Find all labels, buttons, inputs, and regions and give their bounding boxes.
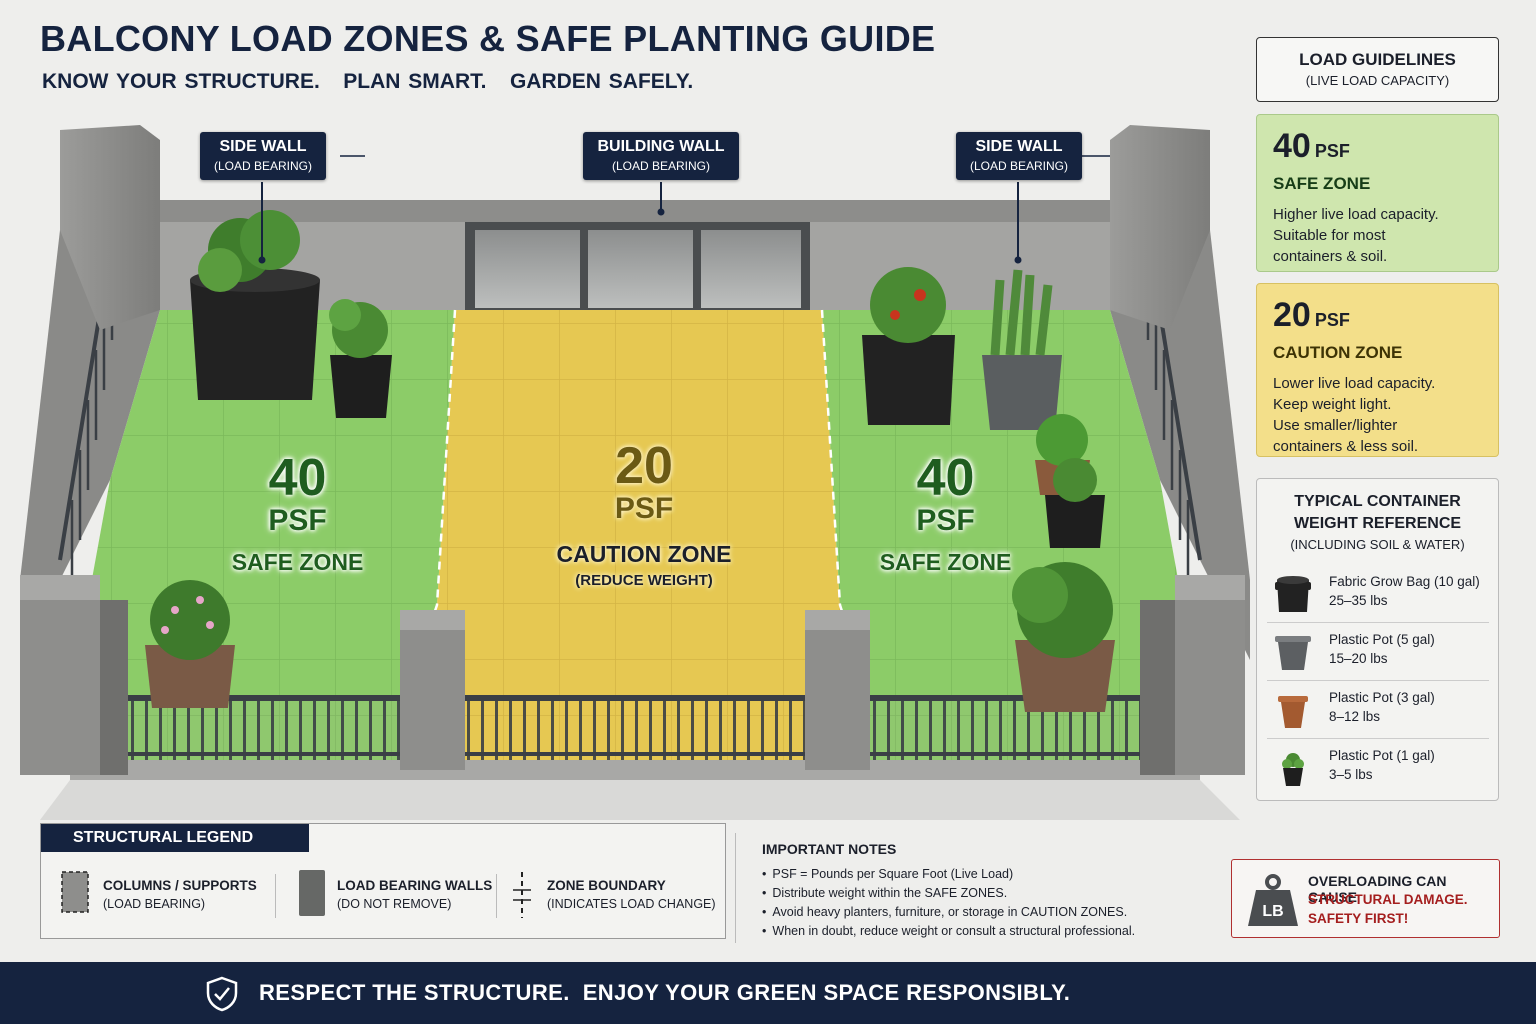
- svg-text:LB: LB: [1262, 903, 1283, 920]
- note-item: PSF = Pounds per Square Foot (Live Load): [772, 865, 1215, 884]
- load-guidelines-header: LOAD GUIDELINES (LIVE LOAD CAPACITY): [1256, 37, 1499, 102]
- fabric-grow-bag-icon: [1275, 576, 1311, 612]
- balcony-illustration: [20, 125, 1250, 820]
- footer-text: RESPECT THE STRUCTURE. ENJOY YOUR GREEN …: [259, 980, 1071, 1005]
- notes-list: PSF = Pounds per Square Foot (Live Load)…: [762, 865, 1215, 941]
- page-subtitle: KNOW YOUR STRUCTURE. PLAN SMART. GARDEN …: [42, 70, 694, 93]
- wall-icon: [299, 870, 325, 916]
- page-title: BALCONY LOAD ZONES & SAFE PLANTING GUIDE: [40, 18, 936, 59]
- zone-boundary-icon: [513, 872, 531, 918]
- note-item: Distribute weight within the SAFE ZONES.: [772, 884, 1215, 903]
- legend-divider: [496, 874, 497, 918]
- callout-left-side-wall: SIDE WALL (LOAD BEARING): [200, 132, 326, 180]
- zone-center-caution: 20 PSF CAUTION ZONE (REDUCE WEIGHT): [556, 437, 732, 589]
- notes-title: IMPORTANT NOTES: [762, 841, 897, 857]
- small-pot-icon: [1282, 753, 1304, 786]
- plant-containers: [145, 210, 1115, 712]
- reference-item: Plastic Pot (1 gal) 3–5 lbs: [1267, 738, 1489, 796]
- overloading-warning: LB OVERLOADING CAN CAUSE STRUCTURAL DAMA…: [1231, 859, 1500, 938]
- footer-banner: RESPECT THE STRUCTURE. ENJOY YOUR GREEN …: [0, 962, 1536, 1024]
- gray-pot-icon: [1275, 636, 1311, 670]
- callout-building-wall: BUILDING WALL (LOAD BEARING): [583, 132, 739, 180]
- terracotta-pot-icon: [1278, 696, 1308, 728]
- balcony-diagram: SIDE WALL (LOAD BEARING) BUILDING WALL (…: [0, 100, 1250, 820]
- column-icon: [61, 871, 89, 913]
- shield-check-icon: [206, 976, 238, 1012]
- note-item: When in doubt, reduce weight or consult …: [772, 922, 1215, 941]
- callout-right-side-wall: SIDE WALL (LOAD BEARING): [956, 132, 1082, 180]
- front-column: [20, 575, 1245, 775]
- legend-divider: [275, 874, 276, 918]
- structural-legend: STRUCTURAL LEGEND COLUMNS / SUPPORTS (LO…: [40, 823, 726, 939]
- important-notes: IMPORTANT NOTES PSF = Pounds per Square …: [735, 833, 1215, 943]
- legend-title: STRUCTURAL LEGEND: [41, 824, 309, 852]
- weight-icon: LB: [1248, 874, 1298, 926]
- zone-left-safe: 40 PSF SAFE ZONE: [231, 449, 364, 575]
- note-item: Avoid heavy planters, furniture, or stor…: [772, 903, 1215, 922]
- reference-item: Fabric Grow Bag (10 gal) 25–35 lbs: [1267, 564, 1489, 623]
- reference-item: Plastic Pot (5 gal) 15–20 lbs: [1267, 622, 1489, 681]
- zone-right-safe: 40 PSF SAFE ZONE: [879, 449, 1012, 575]
- reference-item: Plastic Pot (3 gal) 8–12 lbs: [1267, 680, 1489, 739]
